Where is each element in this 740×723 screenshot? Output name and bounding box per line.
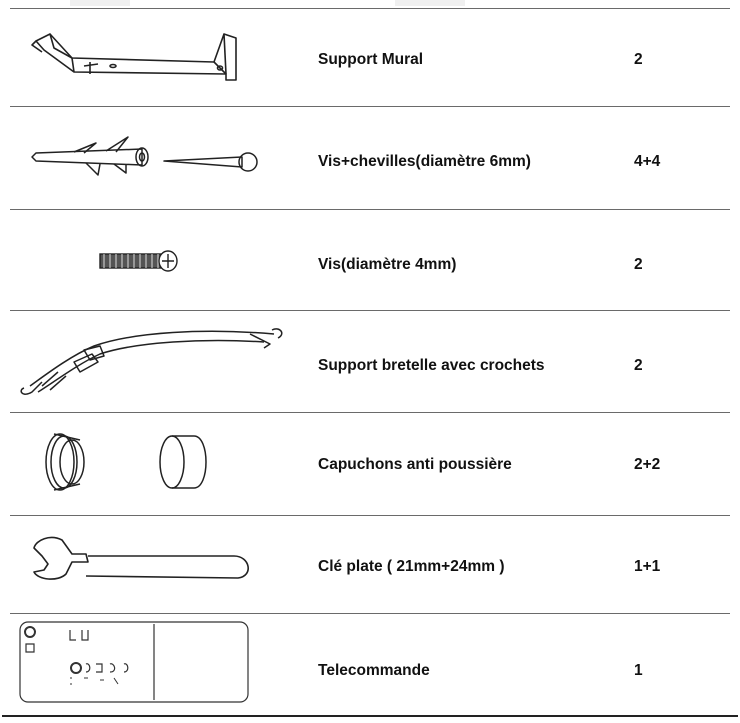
part-label: Capuchons anti poussière bbox=[318, 456, 512, 473]
wrench-icon bbox=[14, 520, 286, 610]
part-quantity: 1+1 bbox=[634, 558, 661, 575]
part-quantity: 2 bbox=[634, 256, 643, 273]
part-quantity: 4+4 bbox=[634, 153, 661, 170]
part-label: Clé plate ( 21mm+24mm ) bbox=[318, 558, 505, 575]
watermark-mark bbox=[395, 0, 465, 6]
row-divider bbox=[10, 613, 730, 614]
part-label: Vis(diamètre 4mm) bbox=[318, 256, 457, 273]
row-divider bbox=[10, 8, 730, 9]
part-label: Support Mural bbox=[318, 51, 424, 68]
part-quantity: 2+2 bbox=[634, 456, 661, 473]
part-label: Vis+chevilles(diamètre 6mm) bbox=[318, 153, 531, 170]
table-bottom-border bbox=[2, 715, 738, 717]
remote-control-icon bbox=[14, 618, 286, 708]
strap-with-hooks-icon bbox=[14, 316, 286, 406]
screw-icon bbox=[14, 216, 286, 306]
part-quantity: 1 bbox=[634, 662, 643, 679]
screw-and-anchor-icon bbox=[14, 115, 286, 205]
row-divider bbox=[10, 310, 730, 311]
row-divider bbox=[10, 515, 730, 516]
part-quantity: 2 bbox=[634, 357, 643, 374]
part-quantity: 2 bbox=[634, 51, 643, 68]
row-divider bbox=[10, 209, 730, 210]
row-divider bbox=[10, 412, 730, 413]
watermark-mark bbox=[70, 0, 130, 6]
dust-caps-icon bbox=[14, 418, 286, 508]
part-label: Support bretelle avec crochets bbox=[318, 357, 545, 374]
part-label: Telecommande bbox=[318, 662, 430, 679]
wall-bracket-icon bbox=[14, 14, 286, 104]
row-divider bbox=[10, 106, 730, 107]
